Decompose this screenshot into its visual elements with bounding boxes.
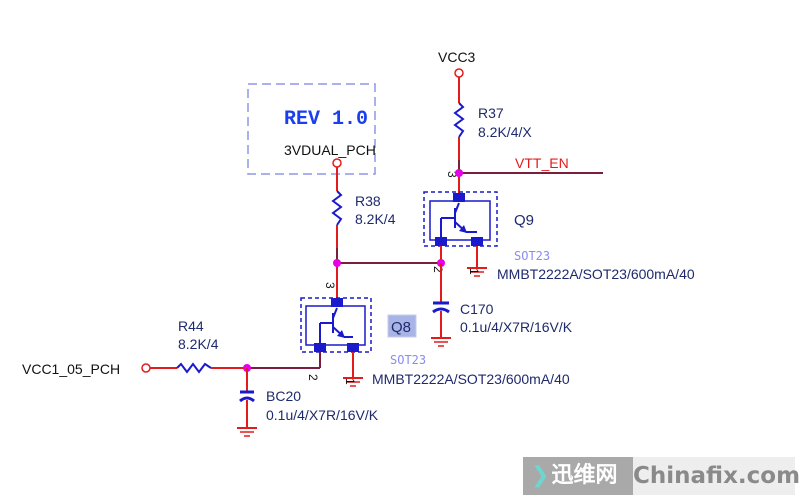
q9-ref: Q9 <box>514 212 534 229</box>
q8-pin-b: 2 <box>306 374 320 381</box>
c170-value: 0.1u/4/X7R/16V/K <box>460 319 573 335</box>
r38-ref: R38 <box>355 193 381 209</box>
chevron-right-icon: ❯ <box>531 463 550 488</box>
q8-ref: Q8 <box>391 319 411 336</box>
q8-pin-e: 1 <box>343 378 357 385</box>
ground-icon <box>343 377 363 387</box>
junction-dot <box>333 259 341 267</box>
q8-package: SOT23 <box>390 353 426 367</box>
q9-pin-e: 1 <box>467 268 481 275</box>
capacitor-bc20[interactable]: BC20 0.1u/4/X7R/16V/K <box>239 388 379 423</box>
power-port-icon <box>141 363 151 373</box>
power-port-icon <box>332 158 342 168</box>
net-vcc3: VCC3 <box>438 49 476 65</box>
resistor-r44[interactable]: R44 8.2K/4 <box>176 318 219 374</box>
junction-dot <box>455 169 463 177</box>
r44-value: 8.2K/4 <box>178 336 219 352</box>
bc20-ref: BC20 <box>266 388 301 404</box>
r37-ref: R37 <box>478 105 504 121</box>
transistor-q8[interactable]: Q8 SOT23 MMBT2222A/SOT23/600mA/40 <box>300 297 570 387</box>
r44-ref: R44 <box>178 318 204 334</box>
ground-icon <box>237 427 257 437</box>
rev-box: REV 1.0 3VDUAL_PCH <box>247 83 376 175</box>
power-port-icon <box>454 68 464 78</box>
resistor-icon <box>331 190 343 226</box>
watermark-site: Chinafix.com <box>633 457 800 495</box>
resistor-icon <box>176 362 212 374</box>
capacitor-c170[interactable]: C170 0.1u/4/X7R/16V/K <box>432 301 573 335</box>
q8-pin-c: 3 <box>323 282 337 289</box>
q9-pin-c: 3 <box>445 171 459 178</box>
rev-title: REV 1.0 <box>284 108 368 131</box>
resistor-r37[interactable]: R37 8.2K/4/X <box>453 102 532 140</box>
q9-part: MMBT2222A/SOT23/600mA/40 <box>497 266 695 282</box>
net-3vdual-pch: 3VDUAL_PCH <box>284 142 376 158</box>
c170-ref: C170 <box>460 301 494 317</box>
watermark-cn: 迅维网 <box>551 463 618 488</box>
watermark-logo: ❯迅维网 <box>523 457 633 495</box>
q9-pin-b: 2 <box>431 266 445 273</box>
bc20-value: 0.1u/4/X7R/16V/K <box>266 407 379 423</box>
q9-package: SOT23 <box>514 249 550 263</box>
resistor-r38[interactable]: R38 8.2K/4 <box>331 190 396 227</box>
q8-highlight <box>387 314 417 338</box>
r38-value: 8.2K/4 <box>355 211 396 227</box>
transistor-q9[interactable]: Q9 SOT23 MMBT2222A/SOT23/600mA/40 <box>423 191 695 282</box>
ground-icon <box>431 337 451 347</box>
ground-icon <box>467 267 487 277</box>
net-vtt-en: VTT_EN <box>515 155 569 171</box>
npn-transistor-icon <box>319 307 353 343</box>
net-vcc1-05-pch: VCC1_05_PCH <box>22 361 120 377</box>
vcc3-rail: VCC3 <box>438 49 476 103</box>
resistor-icon <box>453 102 465 138</box>
npn-transistor-icon <box>440 202 477 238</box>
q8-part: MMBT2222A/SOT23/600mA/40 <box>372 371 570 387</box>
r37-value: 8.2K/4/X <box>478 124 532 140</box>
